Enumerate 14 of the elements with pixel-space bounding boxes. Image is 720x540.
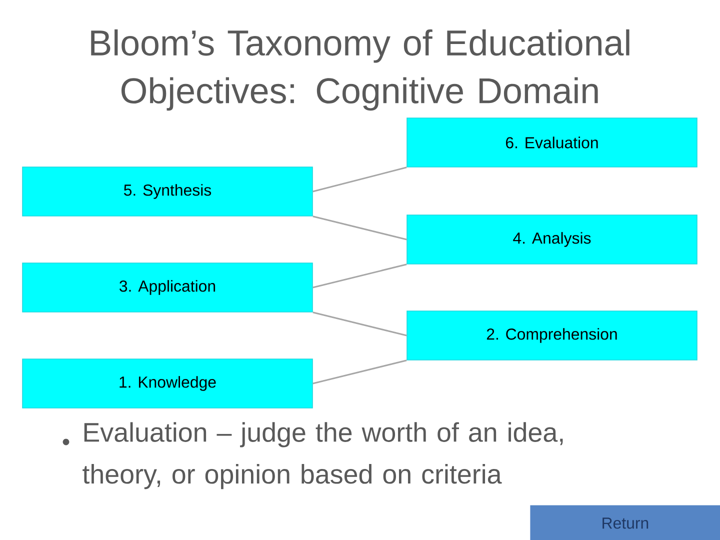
process-box: 2. Comprehension <box>406 310 698 360</box>
connector-line <box>312 216 407 240</box>
connector-line <box>312 360 407 384</box>
bullet-text: Evaluation – judge the worth of an idea, theory, or opinion based on criteria <box>82 422 563 490</box>
connector-line <box>312 166 407 192</box>
process-box: 4. Analysis <box>406 214 698 264</box>
title: Bloom’s Taxonomy of Educational Objectives: Cognitive Domain <box>91 29 630 111</box>
process-box: 1. Knowledge <box>22 358 313 408</box>
process-box: 5. Synthesis <box>22 166 313 216</box>
process-box: 3. Application <box>22 262 313 312</box>
process-box: 6. Evaluation <box>406 118 698 168</box>
return-button: Return <box>530 505 720 540</box>
connector-line <box>312 312 407 336</box>
connector-line <box>312 264 407 288</box>
